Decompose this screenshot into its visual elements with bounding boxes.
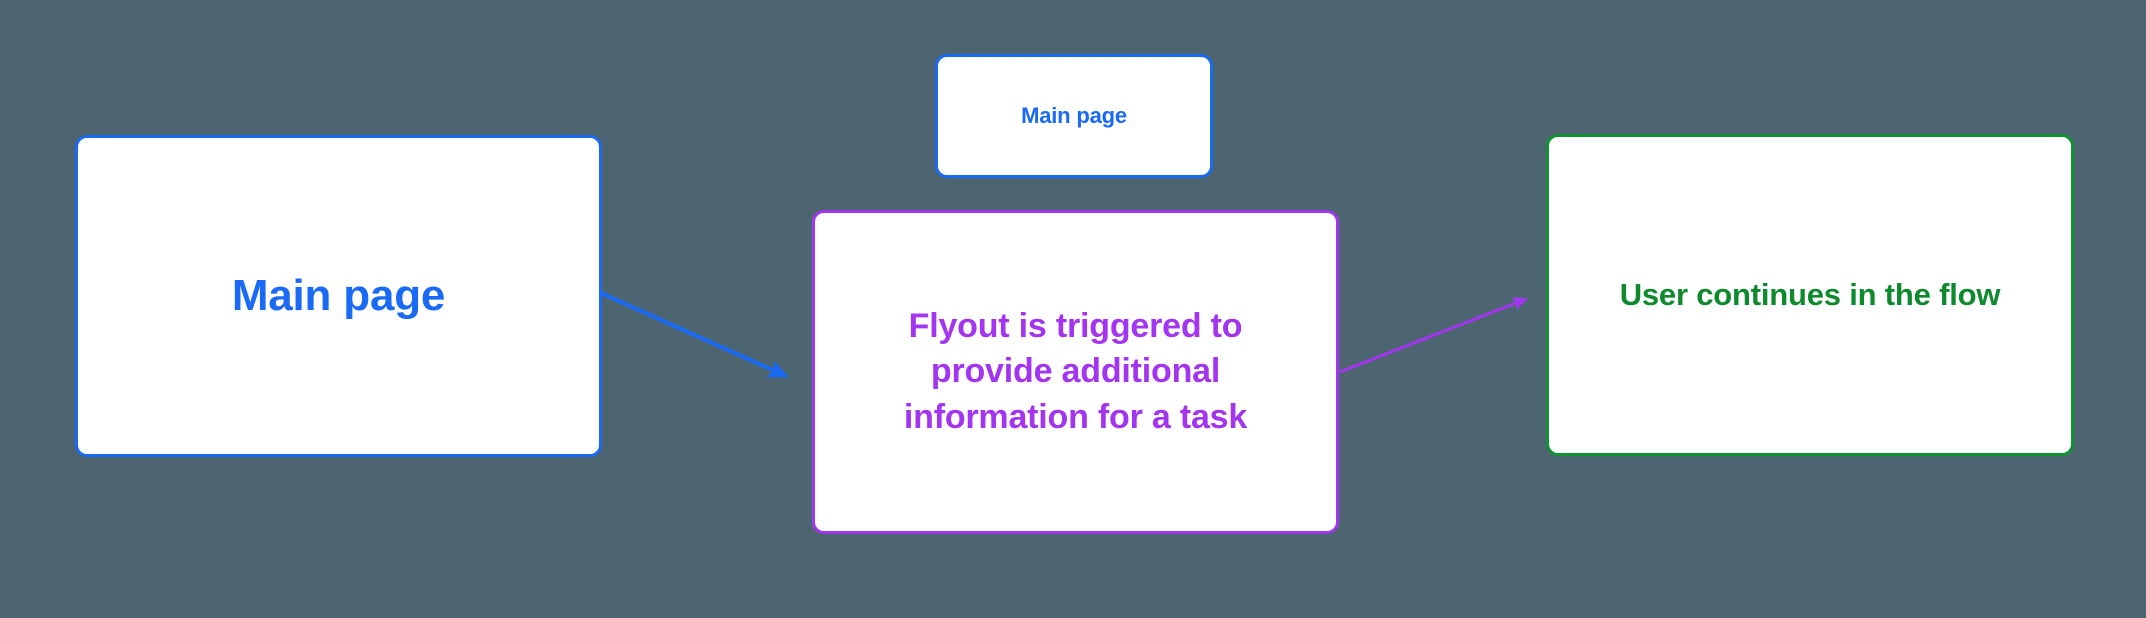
node-flyout-label-line2: provide additional	[930, 352, 1221, 391]
node-outcome-label: User continues in the flow	[1619, 277, 2001, 313]
node-flyout[interactable]: Flyout is triggered to provide additiona…	[812, 210, 1339, 534]
node-flyout-label: Flyout is triggered to provide additiona…	[904, 304, 1247, 440]
node-main-page[interactable]: Main page	[75, 135, 602, 457]
node-main-page-small-label: Main page	[1021, 102, 1127, 128]
connector-flyout-to-outcome	[1339, 297, 1529, 374]
node-flyout-label-line3: information for a task	[903, 397, 1248, 436]
node-outcome[interactable]: User continues in the flow	[1546, 134, 2074, 456]
node-flyout-label-line1: Flyout is triggered to	[908, 307, 1243, 346]
node-main-page-small[interactable]: Main page	[935, 54, 1213, 178]
node-main-page-label: Main page	[231, 270, 446, 320]
connector-main-page-to-flyout	[600, 291, 789, 378]
